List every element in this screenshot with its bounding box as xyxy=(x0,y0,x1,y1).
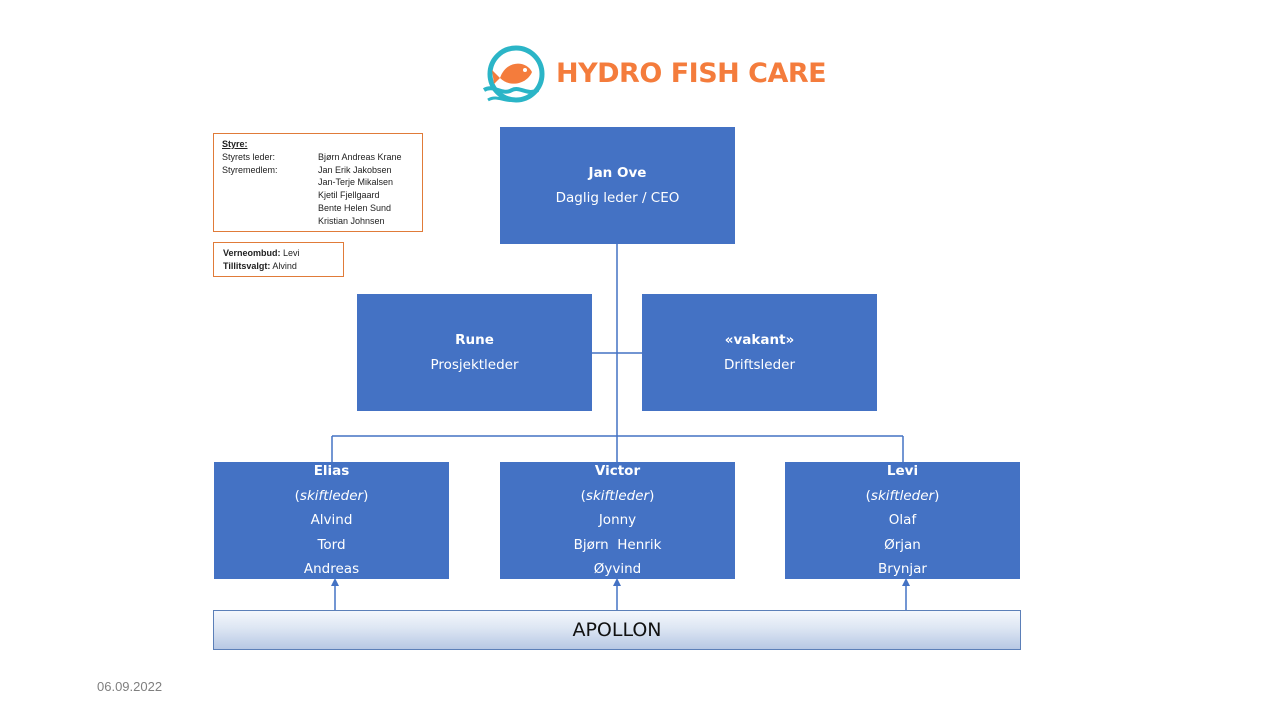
manager-name: Rune xyxy=(455,332,494,348)
shift-role: (skiftleder) xyxy=(865,487,940,504)
arrowhead-levi xyxy=(902,578,910,586)
shift-lead-name: Victor xyxy=(594,463,641,480)
company-logo: HYDRO FISH CARE xyxy=(480,44,827,108)
shift-lead-name: Levi xyxy=(886,463,919,480)
apollon-label: APOLLON xyxy=(572,619,662,641)
shift-member: Brynjar xyxy=(878,561,927,578)
board-role xyxy=(222,176,318,189)
shift-box-levi: Levi (skiftleder) Olaf Ørjan Brynjar xyxy=(785,462,1020,579)
tillitsvalgt-line: Tillitsvalgt: Alvind xyxy=(223,260,334,273)
board-row: Kristian Johnsen xyxy=(222,215,414,228)
shift-role: (skiftleder) xyxy=(580,487,655,504)
manager-box-rune: Rune Prosjektleder xyxy=(357,294,592,411)
board-role: Styrets leder: xyxy=(222,151,276,162)
ceo-name: Jan Ove xyxy=(588,165,647,181)
manager-title: Driftsleder xyxy=(723,356,796,373)
shift-member: Ørjan xyxy=(884,536,921,553)
board-member-name: Bjørn Andreas Krane xyxy=(318,151,402,162)
verneombud-name: Levi xyxy=(283,248,300,258)
shift-member: Alvind xyxy=(310,512,353,529)
logo-text: HYDRO FISH CARE xyxy=(556,58,827,89)
arrowhead-elias xyxy=(331,578,339,586)
board-member-name: Jan Erik Jakobsen xyxy=(318,164,392,175)
board-role xyxy=(222,189,318,202)
shift-lead-name: Elias xyxy=(313,463,350,480)
verneombud-label: Verneombud: xyxy=(223,248,281,258)
board-member-name: Bente Helen Sund xyxy=(318,202,392,213)
shift-member: Tord xyxy=(317,536,346,553)
apollon-bar: APOLLON xyxy=(213,610,1021,650)
board-role: Styremedlem: xyxy=(222,164,278,175)
board-row: Styrets leder: Bjørn Andreas Krane xyxy=(222,151,414,164)
verneombud-line: Verneombud: Levi xyxy=(223,247,334,260)
shift-role-text: skiftleder xyxy=(299,487,364,504)
board-row: Bente Helen Sund xyxy=(222,202,414,215)
board-member-name: Kjetil Fjellgaard xyxy=(318,190,380,201)
manager-title: Prosjektleder xyxy=(430,356,519,373)
board-row: Styremedlem: Jan Erik Jakobsen xyxy=(222,164,414,177)
tillitsvalgt-name: Alvind xyxy=(272,260,297,271)
shift-member: Andreas xyxy=(303,561,360,578)
board-member-name: Kristian Johnsen xyxy=(318,215,385,226)
board-members-box: Styre: Styrets leder: Bjørn Andreas Kran… xyxy=(213,133,423,232)
shift-role-text: skiftleder xyxy=(585,487,650,504)
board-role xyxy=(222,215,318,228)
shift-member: Olaf xyxy=(888,512,917,529)
manager-box-vacant: «vakant» Driftsleder xyxy=(642,294,877,411)
fish-logo-icon xyxy=(482,45,545,103)
shift-role: (skiftleder) xyxy=(294,487,369,504)
ceo-box: Jan Ove Daglig leder / CEO xyxy=(500,127,735,244)
arrowhead-victor xyxy=(613,578,621,586)
board-role xyxy=(222,202,318,215)
board-title: Styre: xyxy=(222,139,248,149)
board-row: Jan-Terje Mikalsen xyxy=(222,176,414,189)
shift-box-elias: Elias (skiftleder) Alvind Tord Andreas xyxy=(214,462,449,579)
shift-member: Bjørn Henrik xyxy=(573,536,662,553)
shift-box-victor: Victor (skiftleder) Jonny Bjørn Henrik Ø… xyxy=(500,462,735,579)
tillitsvalgt-label: Tillitsvalgt: xyxy=(223,260,271,271)
board-row: Kjetil Fjellgaard xyxy=(222,189,414,202)
slide-date: 06.09.2022 xyxy=(97,679,163,694)
ceo-title: Daglig leder / CEO xyxy=(555,189,680,206)
shift-member: Jonny xyxy=(598,512,637,529)
shift-role-text: skiftleder xyxy=(870,487,935,504)
shift-member: Øyvind xyxy=(593,561,642,578)
board-member-name: Jan-Terje Mikalsen xyxy=(318,177,394,188)
manager-name: «vakant» xyxy=(724,332,795,348)
safety-representatives-box: Verneombud: Levi Tillitsvalgt: Alvind xyxy=(213,242,344,277)
